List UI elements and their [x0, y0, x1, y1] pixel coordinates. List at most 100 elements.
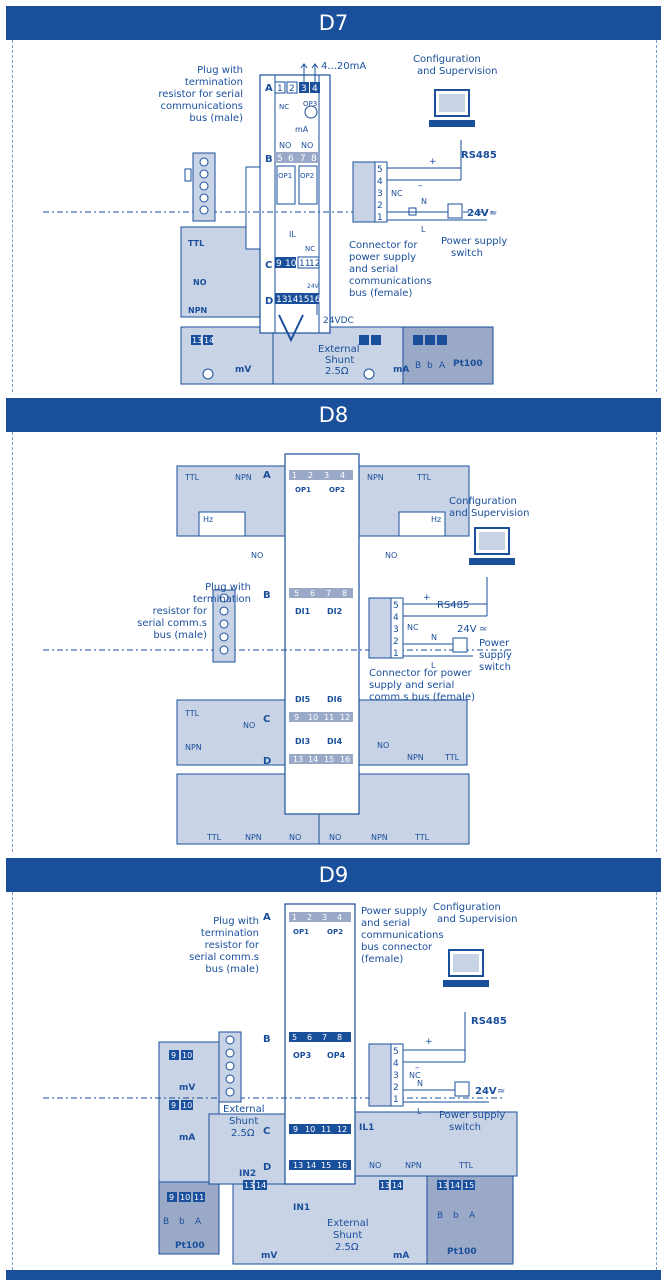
- d8-t4: 4: [340, 471, 345, 480]
- d8-t11: 11: [324, 713, 334, 722]
- pt-A: A: [439, 361, 446, 371]
- d8-t6: 6: [310, 589, 315, 598]
- row-label-c-d8: C: [263, 714, 270, 725]
- d9-t3: 3: [322, 913, 327, 922]
- d8-di6: DI6: [327, 695, 343, 704]
- d8-npn-ml: NPN: [185, 743, 202, 752]
- d9-psw-1: Power supply: [439, 1110, 505, 1121]
- wiring-diagram-d8: A 1 2 3 4 OP1 OP2 B 5 6 7 8 DI1 DI2 C 9 …: [43, 453, 529, 845]
- d8-di3: DI3: [295, 737, 310, 746]
- l-label: L: [421, 225, 426, 234]
- d9-cfg-1: Configuration: [433, 902, 501, 913]
- op2-label: OP2: [300, 172, 314, 180]
- terminal-2: 2: [289, 84, 295, 94]
- ttl-label: TTL: [188, 239, 204, 248]
- d9-b3-B: B: [437, 1211, 443, 1221]
- d8-tilde: ≃: [479, 624, 487, 635]
- conn-t1: 1: [377, 213, 383, 223]
- row-label-a-d8: A: [263, 470, 271, 481]
- d9-c3: 3: [393, 1071, 399, 1081]
- no-label-b1: NO: [279, 141, 291, 150]
- d9-minus: –: [415, 1063, 420, 1073]
- d8-plug-5: bus (male): [153, 630, 207, 641]
- pt-b: b: [427, 361, 433, 371]
- d9-t16: 16: [337, 1161, 347, 1170]
- d8-di4: DI4: [327, 737, 343, 746]
- d8-t10: 10: [308, 713, 318, 722]
- nc-right: NC: [391, 189, 403, 198]
- d8-plug-2: termination: [193, 594, 251, 605]
- d8-no-r: NO: [385, 551, 397, 560]
- plug-text-4: communications: [160, 101, 243, 112]
- op1-label: OP1: [278, 172, 292, 180]
- conn-text-4: communications: [349, 276, 432, 287]
- terminal-5: 5: [277, 154, 283, 164]
- d8-t16: 16: [340, 755, 350, 764]
- d8-t1: 1: [292, 471, 297, 480]
- terminal-6: 6: [288, 154, 294, 164]
- d8-c1: 1: [393, 649, 399, 659]
- d8-l: L: [431, 661, 436, 670]
- d8-ttl-mr: TTL: [444, 753, 460, 762]
- d9-l-t9: 9: [171, 1051, 176, 1060]
- d8-no-ml: NO: [243, 721, 255, 730]
- d8-psw-2: supply: [479, 650, 512, 661]
- d9-nc: NC: [409, 1071, 421, 1080]
- shunt-text-1: External: [318, 344, 360, 355]
- d9-t2: 2: [307, 913, 312, 922]
- d8-rs485: RS485: [437, 600, 469, 611]
- terminal-9: 9: [276, 259, 282, 269]
- nc-label-c: NC: [305, 245, 315, 253]
- d9-mv-b: mV: [261, 1251, 277, 1261]
- plus-rs: +: [429, 157, 437, 167]
- d9-bshunt-1: External: [327, 1218, 369, 1229]
- ma-label: mA: [393, 365, 409, 375]
- d9-row-c: C: [263, 1126, 270, 1137]
- npn-label: NPN: [188, 306, 207, 315]
- terminal-14: 14: [287, 295, 299, 305]
- d8-hz-r: Hz: [431, 515, 441, 524]
- rs485-label: RS485: [461, 150, 497, 161]
- d9-npn: NPN: [405, 1161, 422, 1170]
- d8-conn-3: comm.s bus (female): [369, 692, 475, 703]
- d9-shunt-3: 2.5Ω: [231, 1128, 255, 1139]
- d9-bshunt-2: Shunt: [333, 1230, 362, 1241]
- conn-text-3: and serial: [349, 264, 398, 275]
- d9-no: NO: [369, 1161, 381, 1170]
- d8-c4: 4: [393, 613, 399, 623]
- d8-ttl-ml: TTL: [184, 709, 200, 718]
- d9-p-t9: 9: [169, 1193, 174, 1202]
- d9-ps-3: communications: [361, 930, 444, 941]
- d9-pA: A: [195, 1217, 202, 1227]
- cfg-text-2: and Supervision: [417, 66, 497, 77]
- d8-b-npn1: NPN: [245, 833, 262, 842]
- terminal-4: 4: [312, 84, 318, 94]
- d8-t7: 7: [326, 589, 331, 598]
- d8-op2: OP2: [329, 486, 345, 494]
- row-label-b: B: [265, 154, 273, 165]
- d9-b2-t13: 13: [380, 1181, 390, 1190]
- row-label-b-d8: B: [263, 590, 271, 601]
- d8-psw-1: Power: [479, 638, 510, 649]
- d8-b-ttl1: TTL: [206, 833, 222, 842]
- d9-ps-4: bus connector: [361, 942, 433, 953]
- d9-pB: B: [163, 1217, 169, 1227]
- d9-rs485: RS485: [471, 1016, 507, 1027]
- d8-cfg-2: and Supervision: [449, 508, 529, 519]
- d9-ma-l: mA: [179, 1133, 195, 1143]
- pt100-label: Pt100: [453, 359, 483, 369]
- d8-t3: 3: [324, 471, 329, 480]
- d9-tilde: ≃: [497, 1086, 505, 1097]
- vdc-label: 24VDC: [323, 316, 354, 326]
- d9-t4: 4: [337, 913, 342, 922]
- d8-no-l: NO: [251, 551, 263, 560]
- d8-di2: DI2: [327, 607, 342, 616]
- conn-t4: 4: [377, 177, 383, 187]
- d8-npn-mr: NPN: [407, 753, 424, 762]
- shunt-text-2: Shunt: [325, 355, 354, 366]
- d8-no-mr: NO: [377, 741, 389, 750]
- d9-b3-A: A: [469, 1211, 476, 1221]
- d9-b3-b: b: [453, 1211, 459, 1221]
- wiring-diagram-d9: A 1 2 3 4 OP1 OP2 B 5 6 7 8 OP3 OP4 C 9 …: [43, 902, 518, 1265]
- d9-b-t13: 13: [244, 1181, 254, 1190]
